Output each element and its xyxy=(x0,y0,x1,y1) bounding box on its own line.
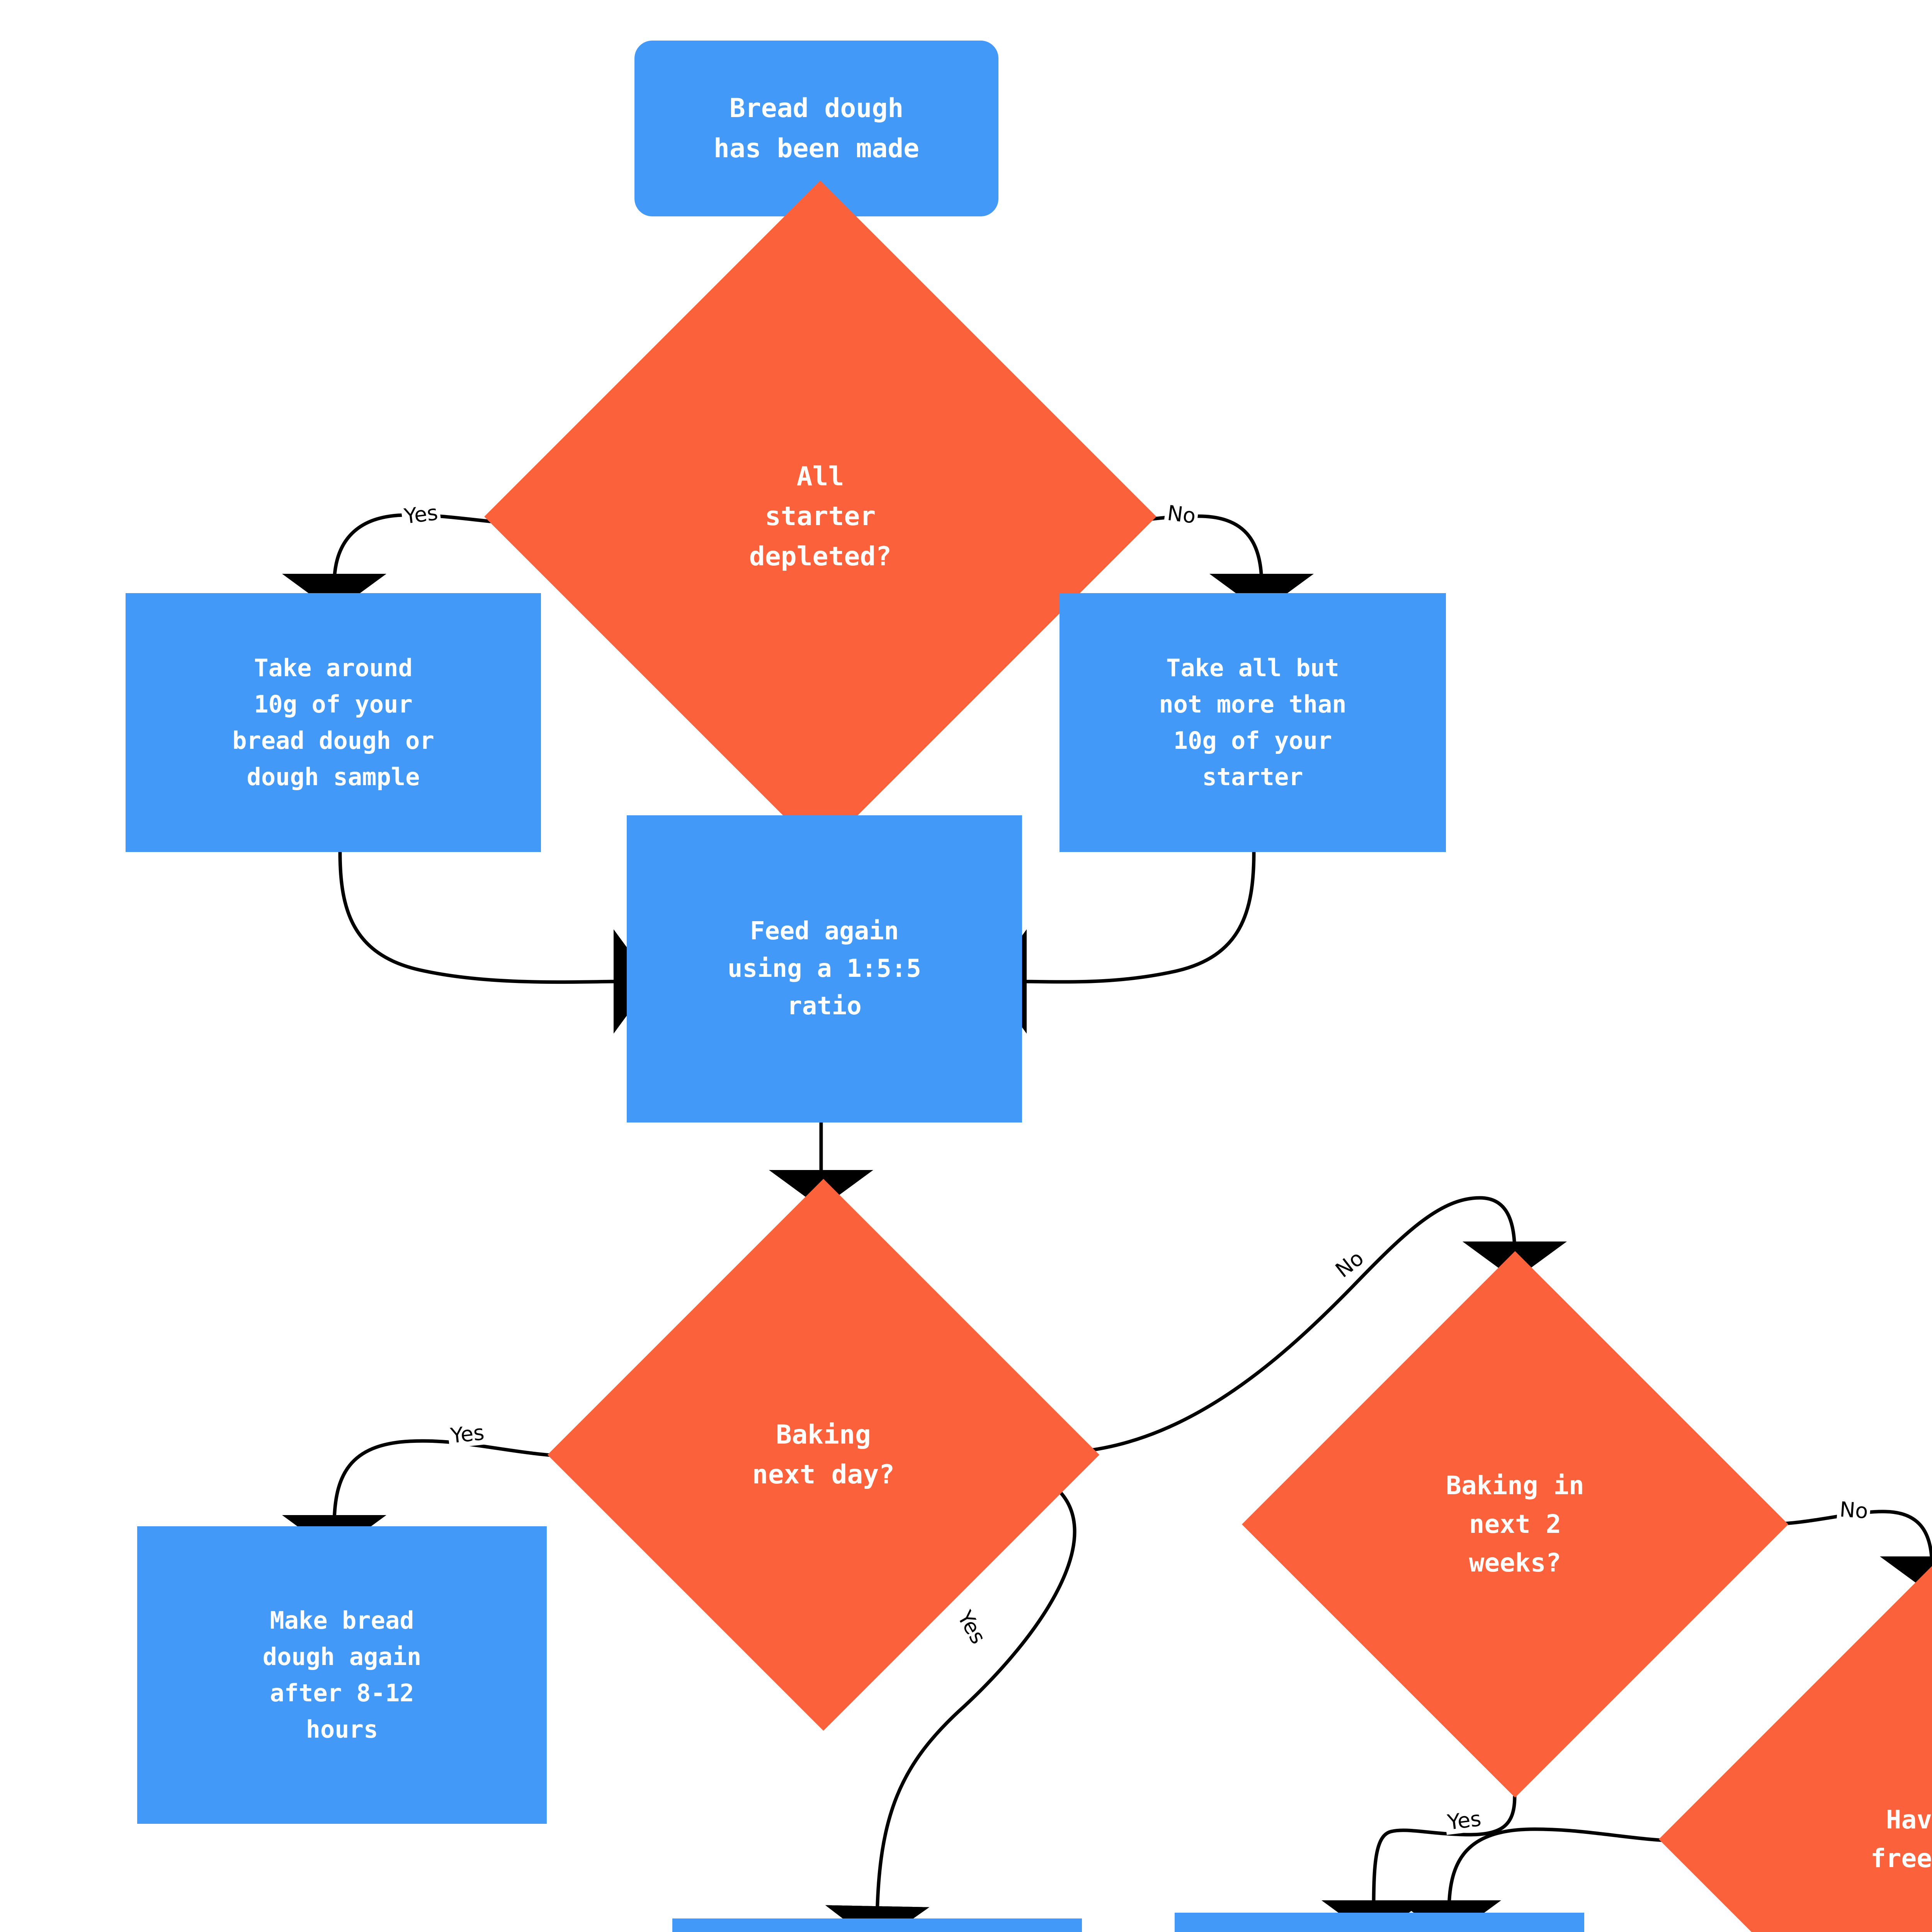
node-take-all-but-10g[interactable]: Take all but not more than 10g of your s… xyxy=(1060,593,1446,852)
edge-label-yes-baking-next-day: Yes xyxy=(447,1420,488,1449)
node-decision-baking-next-2-weeks[interactable]: Baking in next 2 weeks? xyxy=(1242,1250,1789,1799)
node-decision-all-starter-depleted[interactable]: All starter depleted? xyxy=(484,180,1156,853)
node-freeze-starter[interactable]: Freeze starter xyxy=(1175,1913,1584,1932)
node-label: Baking in next 2 weeks? xyxy=(1446,1470,1584,1578)
node-label: Baking next day? xyxy=(752,1419,895,1490)
node-label: Feed again using a 1:5:5 ratio xyxy=(728,917,921,1021)
node-store-starter-in-fridge[interactable]: Store starter in fridge (4°C = 40°F) xyxy=(672,1918,1082,1932)
node-feed-again-155[interactable]: Feed again using a 1:5:5 ratio xyxy=(627,815,1022,1122)
edge-takeallbut-to-feedagain xyxy=(988,850,1256,1034)
node-label: Make bread dough again after 8-12 hours xyxy=(262,1606,422,1744)
node-decision-baking-next-day[interactable]: Baking next day? xyxy=(547,1179,1100,1731)
edge-nextday-yes-to-makebread xyxy=(282,1439,587,1553)
node-label: All starter depleted? xyxy=(749,461,892,572)
edge-freezer-yes-to-freeze xyxy=(1397,1827,1690,1932)
node-make-bread-dough-again[interactable]: Make bread dough again after 8-12 hours xyxy=(137,1526,547,1824)
node-take-around-10g[interactable]: Take around 10g of your bread dough or d… xyxy=(126,593,541,852)
edge-label-no-baking-2-weeks: No xyxy=(1836,1497,1871,1524)
node-label: Have a freezer? xyxy=(1871,1804,1932,1873)
node-label: Take around 10g of your bread dough or d… xyxy=(232,653,434,791)
node-label: Bread dough has been made xyxy=(713,93,920,164)
edge-label-yes-depleted: Yes xyxy=(400,500,442,529)
node-label: Take all but not more than 10g of your s… xyxy=(1159,653,1347,791)
edge-take10g-to-feedagain xyxy=(338,850,652,1034)
edge-label-yes-freeze: Yes xyxy=(1444,1806,1485,1835)
node-decision-have-a-freezer[interactable]: Have a freezer? xyxy=(1658,1565,1932,1932)
edge-label-no-depleted: No xyxy=(1163,500,1199,529)
